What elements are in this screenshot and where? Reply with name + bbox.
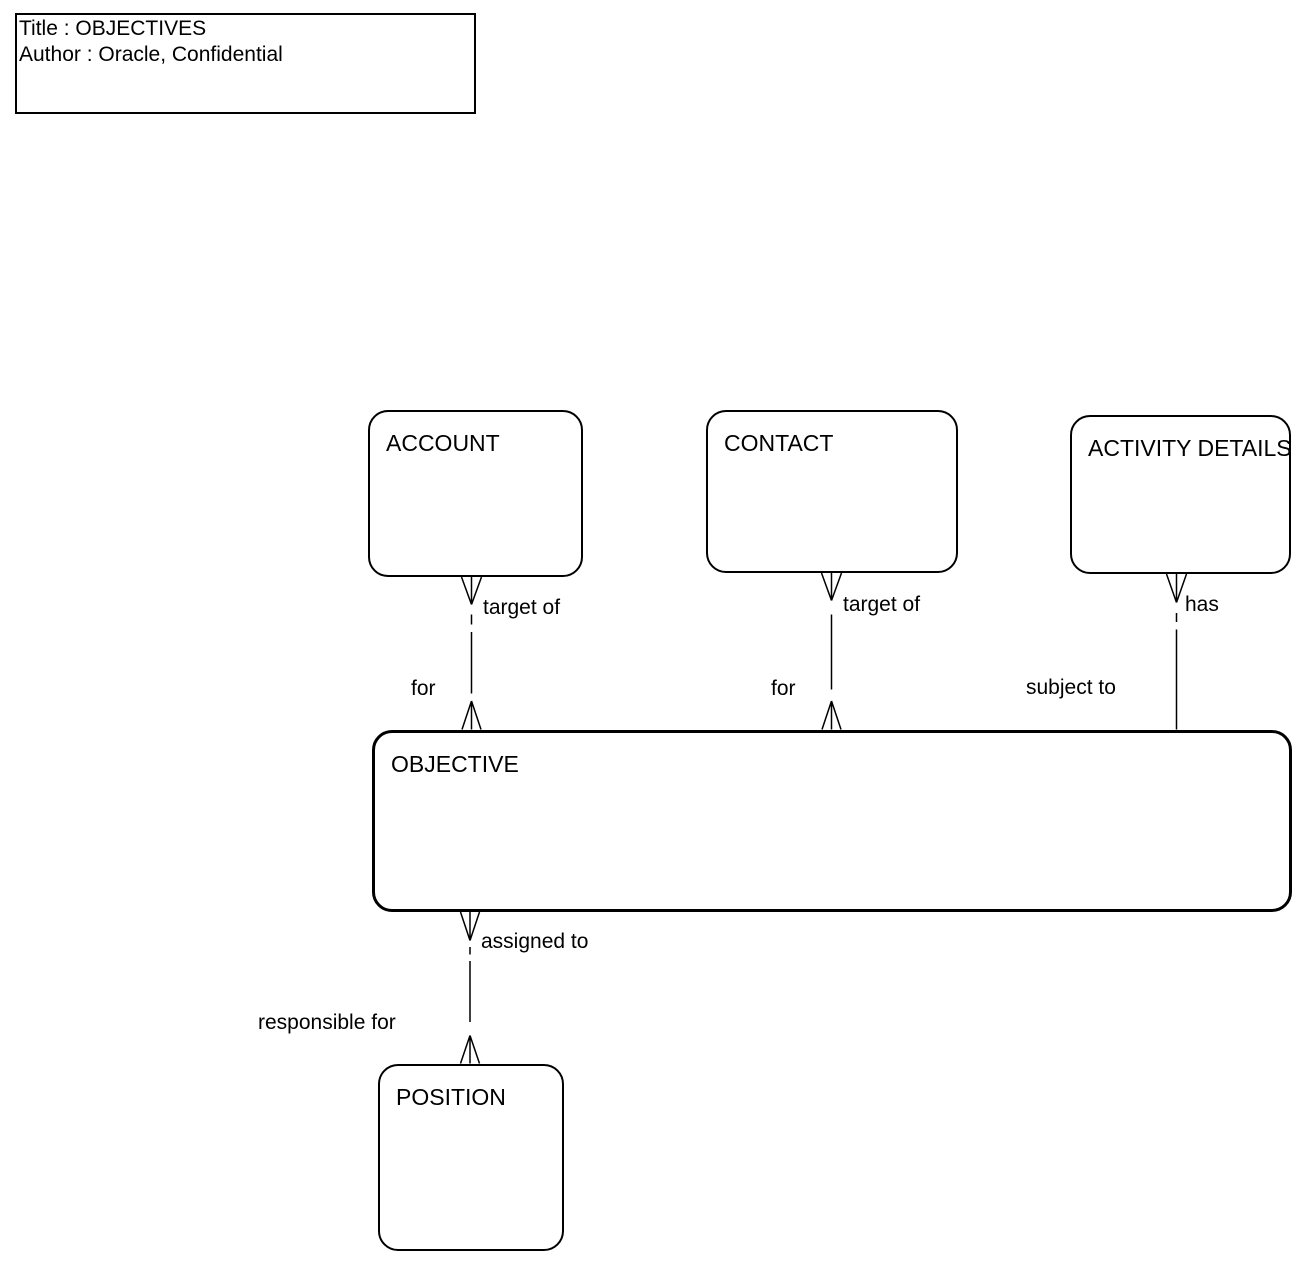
connector-contact-objective xyxy=(820,572,843,730)
crows-foot-icon xyxy=(459,1035,481,1064)
entity-account: ACCOUNT xyxy=(368,410,583,577)
entity-position: POSITION xyxy=(378,1064,564,1251)
connector-account-objective xyxy=(460,576,483,730)
relationship-label-assigned-to: assigned to xyxy=(481,930,589,953)
diagram-title-box: Title : OBJECTIVES Author : Oracle, Conf… xyxy=(15,13,476,114)
connector-activity-details-objective xyxy=(1165,573,1188,730)
entity-account-label: ACCOUNT xyxy=(386,430,500,456)
entity-objective: OBJECTIVE xyxy=(372,730,1292,912)
entity-objective-label: OBJECTIVE xyxy=(391,751,519,777)
diagram-author: Author : Oracle, Confidential xyxy=(19,43,283,66)
relationship-label-subject-to: subject to xyxy=(1026,676,1116,699)
entity-contact: CONTACT xyxy=(706,410,958,573)
connector-objective-position xyxy=(459,911,481,1064)
diagram-title: Title : OBJECTIVES xyxy=(19,17,207,40)
relationship-label-for-account: for xyxy=(411,677,436,700)
relationship-label-responsible-for: responsible for xyxy=(258,1011,396,1034)
entity-position-label: POSITION xyxy=(396,1084,506,1110)
crows-foot-icon xyxy=(459,911,481,941)
crows-foot-icon xyxy=(820,572,843,601)
entity-contact-label: CONTACT xyxy=(724,430,834,456)
entity-activity-details-label: ACTIVITY DETAILS xyxy=(1088,435,1292,461)
crows-foot-icon xyxy=(1165,573,1188,603)
crows-foot-icon xyxy=(821,700,842,730)
relationship-label-target-of-contact: target of xyxy=(843,593,921,616)
crows-foot-icon xyxy=(461,700,482,730)
relationship-label-target-of-account: target of xyxy=(483,596,561,619)
crows-foot-icon xyxy=(460,576,483,605)
relationship-label-has: has xyxy=(1185,593,1219,616)
entity-activity-details: ACTIVITY DETAILS xyxy=(1070,415,1292,574)
relationship-label-for-contact: for xyxy=(771,677,796,700)
